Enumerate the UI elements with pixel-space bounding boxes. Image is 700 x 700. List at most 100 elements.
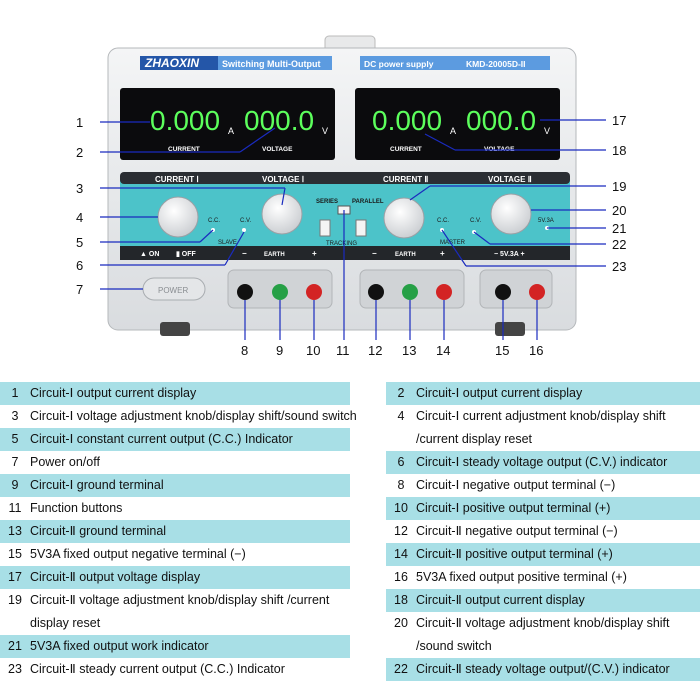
display2-voltage: 000.0: [466, 105, 536, 136]
knob-voltage-2[interactable]: [490, 193, 532, 235]
tracking-label: TRACKING: [326, 241, 357, 247]
power-label: POWER: [158, 286, 188, 295]
legend-row: 13 Circuit-Ⅱ ground terminal: [0, 520, 350, 543]
terminal-1-negative[interactable]: [237, 284, 253, 300]
legend-number: 12: [394, 524, 408, 538]
display2-voltage-unit: V: [544, 126, 550, 136]
label-current-2: CURRENT Ⅱ: [383, 175, 428, 184]
callout-17: 17: [612, 113, 626, 128]
display1-voltage-unit: V: [322, 126, 328, 136]
legend-text: Circuit-Ⅱ positive output terminal (+): [416, 547, 613, 561]
legend-text: Circuit-Ⅰ voltage adjustment knob/displa…: [30, 409, 357, 423]
legend-text: Circuit-Ⅱ output voltage display: [30, 570, 201, 584]
label-current-1: CURRENT Ⅰ: [155, 175, 199, 184]
legend-text: Function buttons: [30, 501, 123, 515]
series-button[interactable]: [319, 219, 331, 237]
callout-14: 14: [436, 343, 450, 358]
off-label: ▮ OFF: [176, 251, 197, 258]
terminal-fixed-negative[interactable]: [495, 284, 511, 300]
terminal-1-positive[interactable]: [306, 284, 322, 300]
parallel-label: PARALLEL: [352, 199, 384, 205]
legend-text: Circuit-Ⅰ positive output terminal (+): [416, 501, 611, 515]
legend-number: 19: [8, 593, 22, 607]
legend-number: 6: [397, 455, 405, 469]
legend-text: Circuit-Ⅰ constant current output (C.C.)…: [30, 432, 293, 446]
callout-13: 13: [402, 343, 416, 358]
terminal-2-negative[interactable]: [368, 284, 384, 300]
callout-15: 15: [495, 343, 509, 358]
legend-row: 10 Circuit-Ⅰ positive output terminal (+): [386, 497, 700, 520]
callout-12: 12: [368, 343, 382, 358]
legend-text: Circuit-Ⅱ negative output terminal (−): [416, 524, 618, 538]
display-circuit-1: 0.000 A 000.0 V CURRENT VOLTAGE: [120, 88, 335, 160]
type-label: DC power supply: [364, 59, 434, 69]
legend-text: Circuit-Ⅱ output current display: [416, 593, 585, 607]
cv-label-1: C.V.: [240, 218, 251, 224]
callout-1: 1: [76, 115, 83, 130]
terminal-2-positive[interactable]: [436, 284, 452, 300]
legend-text: Circuit-Ⅱ steady current output (C.C.) I…: [30, 662, 285, 676]
knob-voltage-1[interactable]: [261, 193, 303, 235]
display1-voltage-label: VOLTAGE: [262, 146, 293, 153]
label-voltage-1: VOLTAGE Ⅰ: [262, 175, 304, 184]
display1-current: 0.000: [150, 105, 220, 136]
legend-text: Circuit-Ⅱ ground terminal: [30, 524, 167, 538]
label-voltage-2: VOLTAGE Ⅱ: [488, 175, 532, 184]
callout-6: 6: [76, 258, 83, 273]
legend-number: 1: [11, 386, 19, 400]
legend-number: 18: [394, 593, 408, 607]
cv-indicator-1: [242, 228, 246, 232]
legend-row: 18 Circuit-Ⅱ output current display: [386, 589, 700, 612]
display-circuit-2: 0.000 A 000.0 V CURRENT VOLTAGE: [355, 88, 560, 160]
callout-22: 22: [612, 237, 626, 252]
series-label: SERIES: [316, 199, 338, 205]
legend-number: 17: [8, 570, 22, 584]
legend-number: 21: [8, 639, 22, 653]
knob-current-1[interactable]: [157, 196, 199, 238]
legend-number: 22: [394, 662, 408, 676]
plus-label-1: +: [312, 249, 317, 258]
callout-numbers: 1 2 3 4 5 6 7 8 9 10 11 12 13 14 15 16 1…: [76, 113, 626, 358]
display1-current-label: CURRENT: [168, 146, 200, 153]
legend-text: Circuit-Ⅰ output current display: [30, 386, 197, 400]
terminal-2-ground[interactable]: [402, 284, 418, 300]
legend-row: 3 Circuit-Ⅰ voltage adjustment knob/displ…: [0, 405, 357, 428]
legend-number: 13: [8, 524, 22, 538]
legend-number: 3: [11, 409, 19, 423]
knob-current-2[interactable]: [383, 197, 425, 239]
callout-7: 7: [76, 282, 83, 297]
parallel-button[interactable]: [355, 219, 367, 237]
cc-label-2: C.C.: [437, 218, 449, 224]
terminal-fixed-positive[interactable]: [529, 284, 545, 300]
legend-text: Circuit-Ⅰ negative output terminal (−): [416, 478, 616, 492]
legend-number: 7: [11, 455, 19, 469]
callout-9: 9: [276, 343, 283, 358]
callout-2: 2: [76, 145, 83, 160]
plus-label-2: +: [440, 249, 445, 258]
display1-current-unit: A: [228, 126, 234, 136]
brand-subtitle: Switching Multi-Output: [222, 59, 320, 69]
fixed-output-label: − 5V.3A +: [494, 251, 525, 258]
header-strip: ZHAOXIN Switching Multi-Output DC power …: [140, 56, 550, 70]
terminal-1-ground[interactable]: [272, 284, 288, 300]
callout-5: 5: [76, 235, 83, 250]
legend-number: 10: [394, 501, 408, 515]
cc-label-1: C.C.: [208, 218, 220, 224]
legend-number: 16: [394, 570, 408, 584]
legend-text: Circuit-Ⅰ output current display: [416, 386, 583, 400]
legend-number: 14: [394, 547, 408, 561]
legend-number: 9: [11, 478, 19, 492]
callout-3: 3: [76, 181, 83, 196]
legend-text: Circuit-Ⅰ current adjustment knob/displa…: [416, 409, 666, 446]
legend-text: Circuit-Ⅱ voltage adjustment knob/displa…: [416, 616, 670, 653]
